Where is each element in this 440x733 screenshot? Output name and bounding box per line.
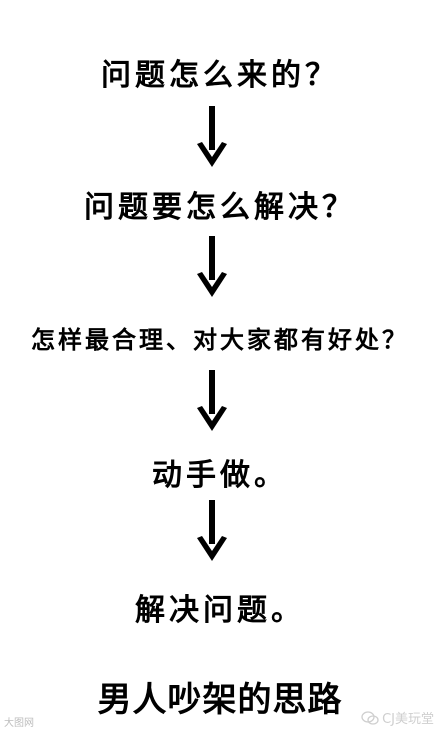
- flow-step-origin: 问题怎么来的？: [101, 58, 339, 93]
- watermark-right: CJ美玩堂: [361, 708, 434, 727]
- down-arrow-icon: [197, 500, 227, 561]
- down-arrow-icon: [197, 370, 227, 431]
- page-title: 男人吵架的思路: [97, 680, 343, 720]
- watermark-right-label: CJ美玩堂: [382, 712, 434, 727]
- down-arrow-icon: [197, 106, 227, 167]
- wechat-icon: [361, 710, 379, 725]
- down-arrow-icon: [197, 236, 227, 297]
- flow-step-problem-solved: 解决问题。: [135, 593, 305, 628]
- flow-step-do-it: 动手做。: [152, 458, 288, 493]
- flow-step-how-to-solve: 问题要怎么解决？: [84, 190, 356, 225]
- watermark-left: 大图网: [4, 718, 34, 729]
- flow-step-most-reasonable: 怎样最合理、对大家都有好处？: [31, 325, 409, 354]
